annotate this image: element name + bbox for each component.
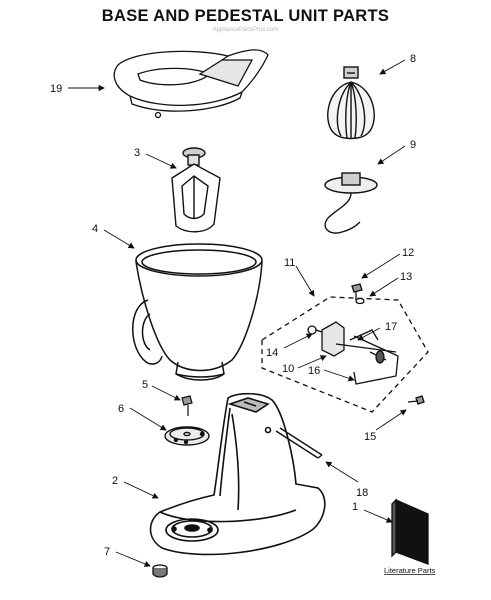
- part-screw: [181, 395, 193, 416]
- callout-14: 14: [266, 347, 278, 359]
- callout-numbers: 19 8 3 9 4 11 12 13 14 17 10 16 15 5 6 2…: [50, 53, 436, 575]
- part-dough-hook: [324, 172, 378, 234]
- leader-lines: [68, 59, 407, 567]
- callout-1: 1: [352, 501, 358, 513]
- part-hinge-pin: [275, 427, 323, 459]
- part-pouring-shield: [113, 49, 269, 119]
- callout-13: 13: [400, 271, 412, 283]
- callout-12: 12: [402, 247, 414, 259]
- part-wire-whip: [327, 66, 375, 140]
- literature-parts-label: Literature Parts: [384, 566, 436, 575]
- part-clamping-plate: [164, 426, 210, 446]
- callout-18: 18: [356, 487, 368, 499]
- part-clamp-assembly: [261, 283, 429, 413]
- callout-15: 15: [364, 431, 376, 443]
- callout-2: 2: [112, 475, 118, 487]
- callout-3: 3: [134, 147, 140, 159]
- callout-7: 7: [104, 546, 110, 558]
- callout-9: 9: [410, 139, 416, 151]
- callout-17: 17: [385, 321, 397, 333]
- part-flat-beater: [171, 147, 221, 233]
- part-base-pedestal: [149, 392, 326, 556]
- callout-19: 19: [50, 83, 62, 95]
- callout-10: 10: [282, 363, 294, 375]
- callout-5: 5: [142, 379, 148, 391]
- part-mixing-bowl: [132, 243, 263, 381]
- diagram-title: BASE AND PEDESTAL UNIT PARTS: [101, 7, 390, 25]
- callout-6: 6: [118, 403, 124, 415]
- part-foot: [152, 564, 168, 578]
- callout-4: 4: [92, 223, 98, 235]
- callout-11: 11: [284, 257, 295, 269]
- watermark: AppliancePartsPros.com: [212, 27, 279, 33]
- callout-8: 8: [410, 53, 416, 65]
- callout-16: 16: [308, 365, 320, 377]
- part-literature: [391, 498, 429, 565]
